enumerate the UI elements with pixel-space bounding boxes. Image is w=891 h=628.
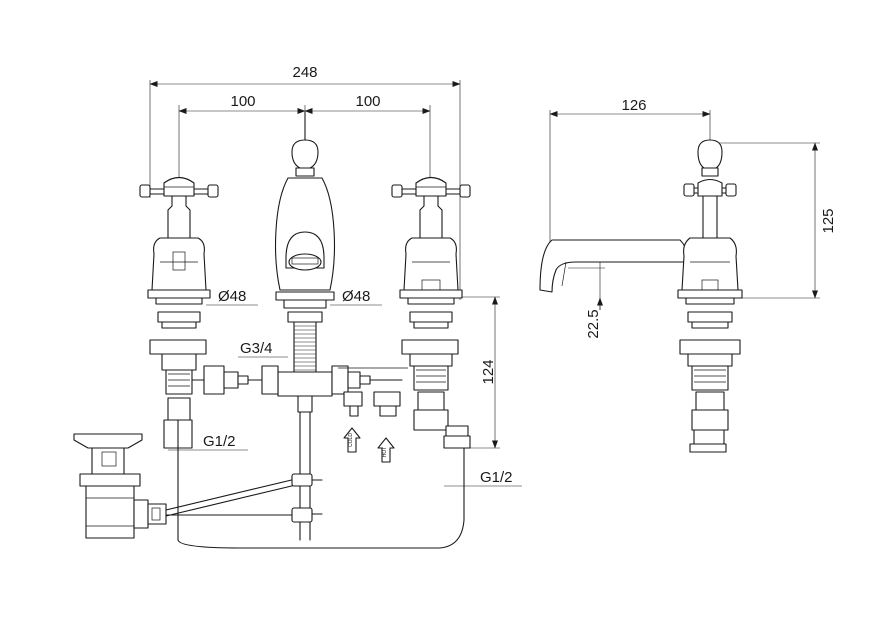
thread-left-label: G1/2 bbox=[203, 433, 236, 450]
dim-248-label: 248 bbox=[292, 64, 317, 81]
spout-thread bbox=[294, 325, 316, 371]
dimension-126: 126 bbox=[549, 97, 711, 292]
right-cross-handle-valve bbox=[391, 176, 471, 449]
label-thread-spout: G3/4 bbox=[238, 340, 288, 358]
dimension-22-5: 22.5 bbox=[568, 251, 605, 339]
dim-126-label: 126 bbox=[621, 97, 646, 114]
pop-up-waste bbox=[73, 419, 465, 549]
dimension-124: 124 bbox=[462, 296, 500, 449]
bore-right-label: Ø48 bbox=[342, 288, 370, 305]
cold-inlet-arrow: COLD bbox=[343, 427, 361, 453]
dim-125-label: 125 bbox=[820, 208, 837, 233]
dim-22-5-label: 22.5 bbox=[585, 309, 602, 338]
label-thread-left: G1/2 bbox=[168, 433, 248, 451]
left-cross-handle-valve bbox=[139, 176, 219, 449]
cold-inlet-label: COLD bbox=[348, 433, 354, 447]
label-bore-right: Ø48 bbox=[330, 288, 382, 306]
thread-right-label: G1/2 bbox=[480, 469, 513, 486]
bore-left-label: Ø48 bbox=[218, 288, 246, 305]
label-thread-right: G1/2 bbox=[444, 469, 522, 487]
dimension-125: 125 bbox=[712, 142, 837, 299]
dim-124-label: 124 bbox=[480, 359, 497, 384]
hose-connectors bbox=[191, 365, 408, 417]
hot-inlet-arrow: HOT bbox=[377, 437, 395, 463]
dimension-100-right: 100 bbox=[304, 93, 431, 180]
dim-100-left-label: 100 bbox=[230, 93, 255, 110]
hot-inlet-label: HOT bbox=[382, 447, 388, 458]
side-view-basin-tap bbox=[539, 139, 743, 453]
label-bore-left: Ø48 bbox=[206, 288, 258, 306]
dimension-248: 248 bbox=[149, 64, 461, 300]
thread-spout-label: G3/4 bbox=[240, 340, 273, 357]
dimension-100-left: 100 bbox=[178, 93, 306, 180]
dim-100-right-label: 100 bbox=[355, 93, 380, 110]
